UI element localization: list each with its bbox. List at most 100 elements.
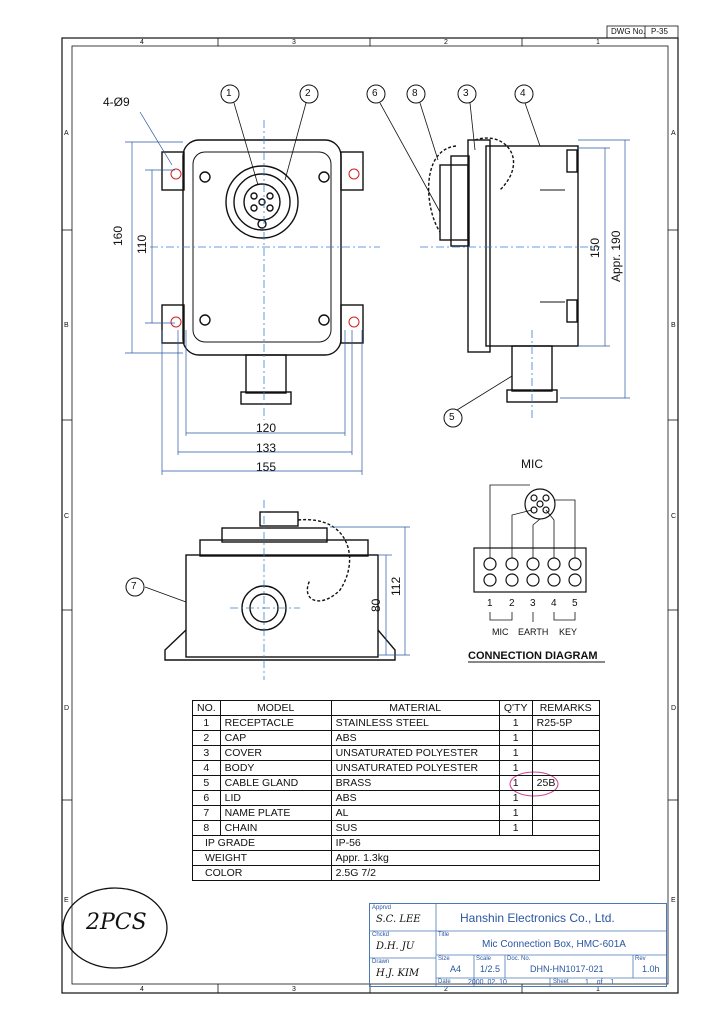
cell-material: AL — [330, 805, 500, 821]
cell-material: BRASS — [330, 775, 500, 791]
cell-no: 6 — [192, 790, 221, 806]
zone-row-a-right: A — [671, 130, 676, 137]
dim-155: 155 — [256, 460, 277, 474]
spec-value: Appr. 1.3kg — [330, 850, 600, 866]
group-earth: EARTH — [518, 627, 549, 637]
group-key: KEY — [559, 627, 578, 637]
chckd-signature: D.H. JU — [376, 941, 415, 952]
scale-value: 1/2.5 — [480, 964, 501, 974]
header-material: MATERIAL — [330, 700, 500, 716]
zone-row-c: C — [64, 513, 70, 520]
dwg-number: P-35 — [651, 27, 668, 36]
cell-remarks — [531, 790, 600, 806]
front-view — [161, 139, 364, 405]
handwritten-note: 2PCS — [86, 910, 147, 935]
sheet-value: 1 of 1 — [585, 979, 615, 986]
cell-model: CHAIN — [219, 820, 332, 836]
hole-note: 4-Ø9 — [103, 95, 130, 109]
zone-row-c-right: C — [671, 513, 677, 520]
balloon-4: 4 — [520, 88, 526, 99]
cell-material: STAINLESS STEEL — [330, 715, 500, 731]
apprvd-label: Apprvd — [372, 905, 392, 911]
cell-remarks — [531, 760, 600, 776]
cell-qty: 1 — [498, 715, 533, 731]
cell-no: 2 — [192, 730, 221, 746]
pin-5: 5 — [572, 598, 578, 609]
header-no: NO. — [192, 700, 221, 716]
size-label: Size — [438, 956, 450, 962]
cell-model: CAP — [219, 730, 332, 746]
cell-material: UNSATURATED POLYESTER — [330, 760, 500, 776]
zone-col-4: 4 — [140, 39, 144, 46]
zone-col-3-bottom: 3 — [292, 986, 296, 993]
dim-80: 80 — [369, 598, 383, 612]
cell-remarks — [531, 730, 600, 746]
dim-120: 120 — [256, 421, 277, 435]
dim-133: 133 — [256, 441, 277, 455]
spec-value: 2.5G 7/2 — [330, 865, 600, 881]
cell-material: ABS — [330, 790, 500, 806]
cell-remarks — [531, 805, 600, 821]
cell-remarks — [531, 820, 600, 836]
zone-row-d-right: D — [671, 705, 677, 712]
cell-remarks: 25B — [531, 775, 600, 791]
dim-110: 110 — [135, 234, 149, 254]
cell-material: ABS — [330, 730, 500, 746]
zone-row-b: B — [64, 322, 69, 329]
zone-col-4-bottom: 4 — [140, 986, 144, 993]
zone-col-1-bottom: 1 — [596, 986, 600, 993]
scale-label: Scale — [476, 956, 492, 962]
rev-label: Rev — [635, 956, 646, 962]
zone-col-2: 2 — [444, 39, 448, 46]
zone-row-a: A — [64, 130, 69, 137]
cell-model: BODY — [219, 760, 332, 776]
cell-remarks — [531, 745, 600, 761]
connection-caption: CONNECTION DIAGRAM — [468, 650, 598, 662]
cell-model: LID — [219, 790, 332, 806]
bottom-view — [164, 511, 396, 661]
docno-value: DHN-HN1017-021 — [530, 964, 604, 974]
cell-model: CABLE GLAND — [219, 775, 332, 791]
zone-row-e: E — [64, 897, 69, 904]
cell-no: 5 — [192, 775, 221, 791]
cell-model: NAME PLATE — [219, 805, 332, 821]
spec-value: IP-56 — [330, 835, 600, 851]
header-qty: Q'TY — [498, 700, 533, 716]
cell-no: 4 — [192, 760, 221, 776]
pin-1: 1 — [487, 598, 493, 609]
cell-model: COVER — [219, 745, 332, 761]
zone-row-d: D — [64, 705, 70, 712]
balloon-2: 2 — [305, 88, 311, 99]
cell-no: 8 — [192, 820, 221, 836]
zone-row-b-right: B — [671, 322, 676, 329]
zone-row-e-right: E — [671, 897, 676, 904]
cell-no: 3 — [192, 745, 221, 761]
balloon-8: 8 — [412, 88, 418, 99]
cell-remarks: R25-5P — [531, 715, 600, 731]
drawing-title: Mic Connection Box, HMC-601A — [482, 939, 626, 950]
title-block: Apprvd S.C. LEE Chckd D.H. JU Drawn H.J.… — [369, 903, 667, 987]
balloon-5: 5 — [449, 412, 455, 423]
dim-160: 160 — [111, 225, 125, 246]
cell-model: RECEPTACLE — [219, 715, 332, 731]
cell-material: SUS — [330, 820, 500, 836]
cell-qty: 1 — [498, 805, 533, 821]
header-model: MODEL — [219, 700, 332, 716]
drawn-signature: H.J. KIM — [376, 968, 420, 979]
dim-150: 150 — [588, 237, 602, 258]
rev-value: 1.0h — [642, 964, 660, 974]
spec-label: IP GRADE — [192, 835, 332, 851]
pin-4: 4 — [551, 598, 557, 609]
cell-no: 7 — [192, 805, 221, 821]
